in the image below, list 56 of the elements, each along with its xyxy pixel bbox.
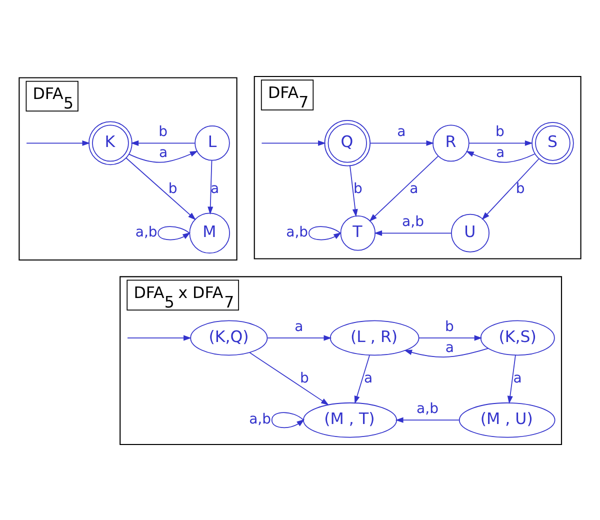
arrow — [208, 160, 214, 214]
edge-label: a — [410, 180, 418, 196]
arrow — [308, 226, 342, 240]
arrow — [466, 150, 536, 162]
arrow — [130, 140, 196, 146]
node-circle: L — [194, 125, 230, 160]
node-circle: Q — [324, 120, 370, 166]
edge-label: b — [300, 370, 309, 386]
arrow — [267, 334, 332, 340]
edge-label: a — [397, 123, 406, 140]
node-ellipse: (K,S) — [480, 320, 555, 356]
edge-label: a — [513, 370, 522, 386]
edge-label: a — [496, 144, 505, 161]
arrow — [249, 352, 329, 405]
node-circle: R — [432, 124, 470, 162]
node-circle: K — [88, 120, 132, 165]
arrow — [126, 157, 196, 220]
arrow — [261, 140, 326, 146]
edge-label: a — [159, 144, 168, 161]
arrow — [271, 412, 305, 428]
edge-label: b — [445, 318, 454, 334]
node-ellipse: (M , U) — [458, 402, 556, 438]
arrow — [482, 158, 540, 220]
arrow — [507, 354, 516, 404]
edge-label: a — [210, 180, 220, 196]
arrow — [369, 155, 438, 222]
edge-label: a — [294, 318, 304, 334]
edge-label: b — [496, 123, 504, 140]
arrow — [404, 347, 488, 358]
arrow — [127, 334, 192, 340]
edge-label: b — [168, 180, 178, 196]
arrow — [158, 226, 191, 240]
node-ellipse: (K,Q) — [190, 320, 268, 356]
node-ellipse: (M , T) — [303, 402, 398, 438]
edge-label: a,b — [286, 224, 308, 240]
edge-label: a,b — [402, 213, 424, 230]
node-circle: T — [340, 215, 376, 250]
arrow — [350, 164, 358, 216]
arrow — [418, 334, 482, 340]
edge-label: a,b — [416, 400, 438, 416]
edge-label: b — [354, 180, 362, 196]
arrow — [370, 140, 434, 146]
arrow — [26, 140, 90, 146]
node-circle: S — [532, 122, 574, 164]
edge-label: a,b — [135, 224, 158, 240]
edge-label: a,b — [249, 410, 272, 427]
arrow — [374, 230, 452, 236]
node-circle: U — [451, 213, 490, 252]
arrow — [354, 354, 370, 404]
arrow — [395, 416, 460, 422]
edge-label: a — [364, 370, 373, 386]
arrow — [468, 140, 533, 146]
edge-label: b — [158, 123, 168, 140]
arrow — [128, 150, 198, 162]
edge-label: b — [516, 180, 525, 196]
edge-label: a — [445, 339, 454, 356]
